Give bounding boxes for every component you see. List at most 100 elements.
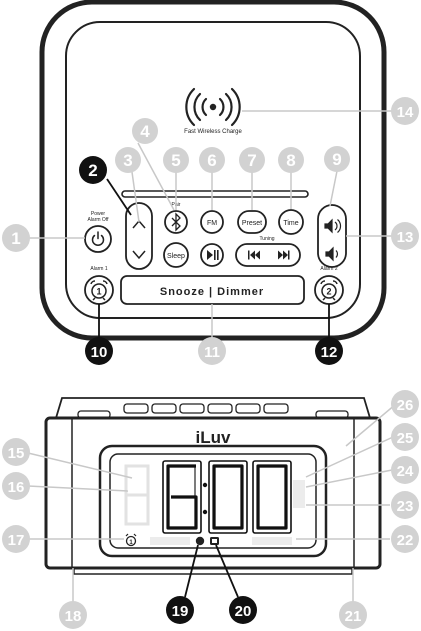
callout-19-text: 19 — [172, 603, 189, 620]
previous-track-icon — [248, 250, 260, 260]
alarm1-caption: Alarm 1 — [90, 266, 107, 272]
bluetooth-indicator-icon — [195, 536, 205, 546]
alarm2-number: 2 — [326, 287, 331, 297]
digit-6-inner — [168, 466, 196, 528]
power-button[interactable] — [84, 225, 112, 253]
callout-25-text: 25 — [397, 430, 414, 447]
colon-top — [202, 482, 208, 488]
callout-3: 3 — [115, 147, 141, 173]
top-leader-lines — [28, 110, 394, 338]
digit-6 — [166, 464, 198, 530]
callout-3-text: 3 — [123, 151, 132, 170]
callout-23-text: 23 — [397, 498, 414, 515]
display-inner — [109, 453, 317, 549]
tuning-rocker[interactable] — [235, 243, 301, 267]
play-pause-button[interactable] — [200, 243, 224, 267]
callout-14-text: 14 — [397, 104, 414, 121]
front-top-key-2 — [151, 403, 177, 414]
ghost-indicator-side — [293, 480, 305, 508]
volume-up-icon — [324, 218, 342, 234]
callout-19: 19 — [166, 596, 194, 624]
bluetooth-button[interactable] — [164, 210, 188, 234]
top-slot — [121, 190, 309, 198]
digit-0b-outline — [252, 460, 292, 534]
callout-15-text: 15 — [8, 445, 25, 462]
top-leader-lines-dark — [98, 178, 330, 339]
alarm2-caption: Alarm 2 — [320, 266, 337, 272]
sleep-button[interactable] — [163, 242, 189, 268]
preset-button[interactable] — [237, 210, 267, 234]
alarm-indicator-num: 1 — [129, 540, 133, 546]
digit-0-a — [212, 464, 244, 530]
next-track-icon — [278, 250, 290, 260]
display-window — [98, 444, 328, 558]
callout-14: 14 — [391, 97, 419, 125]
callout-22-text: 22 — [397, 532, 414, 549]
callout-8-text: 8 — [286, 151, 295, 170]
callout-5: 5 — [163, 147, 189, 173]
callout-16-text: 16 — [8, 479, 25, 496]
callout-1: 1 — [2, 224, 30, 252]
callout-8: 8 — [278, 147, 304, 173]
callout-11: 11 — [198, 337, 226, 365]
callout-11-text: 11 — [204, 344, 220, 361]
callout-10: 10 — [85, 337, 113, 365]
callout-20: 20 — [229, 596, 257, 624]
snooze-dimmer-label: Snooze | Dimmer — [160, 286, 264, 298]
play-pause-icon — [207, 250, 219, 260]
front-leader-lines-dark — [184, 544, 239, 598]
callout-25: 25 — [391, 423, 419, 451]
digit-0a-inner — [214, 466, 242, 528]
front-top-key-1 — [123, 403, 149, 414]
time-button[interactable] — [278, 209, 304, 235]
callout-6: 6 — [199, 147, 225, 173]
alarm-clock-1-icon: 1 — [90, 280, 108, 301]
callout-18-text: 18 — [65, 608, 82, 625]
callout-26-text: 26 — [397, 397, 414, 414]
front-view: iLuv 1 — [44, 397, 382, 575]
callout-7: 7 — [239, 147, 265, 173]
callout-21-text: 21 — [345, 608, 362, 625]
callout-1-text: 1 — [11, 229, 20, 248]
callout-2: 2 — [79, 156, 107, 184]
digit-0a-outline — [208, 460, 248, 534]
callout-4: 4 — [132, 118, 158, 144]
time-digits — [166, 464, 288, 530]
callout-9-text: 9 — [332, 150, 341, 169]
callout-22: 22 — [391, 525, 419, 553]
fm-label: FM — [207, 220, 217, 227]
up-down-rocker[interactable] — [125, 202, 153, 270]
callout-15: 15 — [2, 438, 30, 466]
tuning-caption: Tuning — [259, 236, 274, 242]
front-leader-lines — [27, 403, 397, 602]
digit-0b-inner — [258, 466, 286, 528]
nfc-indicator-icon — [210, 537, 219, 545]
front-top-key-5 — [235, 403, 261, 414]
front-top-edge — [55, 397, 371, 419]
callout-17: 17 — [2, 525, 30, 553]
alarm-clock-2-icon: 2 — [320, 280, 338, 301]
callout-4-text: 4 — [140, 122, 150, 141]
power-icon — [91, 231, 105, 246]
front-top-key-4 — [207, 403, 233, 414]
ghost-indicator-left — [150, 537, 190, 545]
brand-logo: iLuv — [196, 428, 231, 447]
power-caption-1: Power — [91, 211, 106, 217]
preset-label: Preset — [242, 220, 262, 227]
fm-button[interactable] — [200, 210, 224, 234]
sleep-label: Sleep — [167, 253, 185, 260]
callout-13-text: 13 — [397, 229, 414, 246]
power-caption-2: Alarm Off — [87, 217, 109, 223]
callout-7-text: 7 — [247, 151, 256, 170]
callout-9: 9 — [324, 146, 350, 172]
callout-10-text: 10 — [91, 344, 108, 361]
up-arrow-icon — [132, 219, 146, 229]
time-label: Time — [283, 220, 298, 227]
callout-12: 12 — [315, 337, 343, 365]
callout-12-text: 12 — [321, 344, 338, 361]
front-top-key-3 — [179, 403, 205, 414]
front-base — [73, 567, 353, 575]
bluetooth-icon — [171, 212, 181, 232]
callout-5-text: 5 — [171, 151, 180, 170]
